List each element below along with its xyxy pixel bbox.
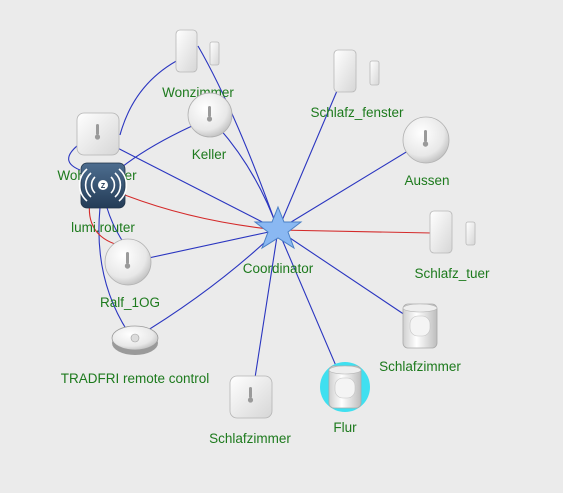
node-label: Ralf_1OG bbox=[100, 295, 160, 310]
node-label: TRADFRI remote control bbox=[61, 371, 210, 386]
node-keller[interactable]: Keller bbox=[187, 92, 233, 162]
door-window-sensor-icon bbox=[333, 49, 380, 93]
door-window-sensor-icon bbox=[175, 29, 220, 73]
link-flur-coordinator[interactable] bbox=[277, 229, 346, 388]
node-flur[interactable]: Flur bbox=[320, 362, 370, 435]
motion-sensor-icon bbox=[328, 365, 362, 409]
link-schlafzfenster-coordinator[interactable] bbox=[277, 71, 346, 231]
link-wonzimmer-coordinator[interactable] bbox=[197, 45, 279, 231]
node-wonzimmer[interactable]: Wonzimmer bbox=[162, 29, 234, 100]
node-label: Flur bbox=[333, 420, 357, 435]
temperature-sensor-square-icon bbox=[76, 112, 120, 156]
link-wohnzimmer-coordinator[interactable] bbox=[97, 137, 279, 231]
node-ralf-1og[interactable]: Ralf_1OG bbox=[100, 238, 160, 310]
node-coordinator[interactable]: Coordinator bbox=[243, 205, 314, 276]
link-ralf-coordinator[interactable] bbox=[129, 229, 279, 263]
zigbee-router-icon: Z bbox=[78, 162, 128, 209]
node-label: lumi.router bbox=[71, 220, 135, 235]
temperature-sensor-round-icon bbox=[104, 238, 152, 286]
coordinator-star-icon bbox=[253, 205, 303, 250]
node-label: Schlafzimmer bbox=[379, 359, 461, 374]
node-label: Coordinator bbox=[243, 261, 314, 276]
node-schlafzimmer-motion[interactable]: Schlafzimmer bbox=[379, 303, 461, 374]
node-label: Aussen bbox=[404, 173, 449, 188]
temperature-sensor-round-icon bbox=[402, 116, 450, 164]
node-tradfri-remote[interactable]: TRADFRI remote control bbox=[61, 325, 210, 386]
link-coordinator-schlafztuer[interactable] bbox=[277, 229, 433, 234]
node-aussen[interactable]: Aussen bbox=[402, 116, 450, 188]
node-label: Schlafz_fenster bbox=[310, 105, 404, 120]
node-label: Schlafzimmer bbox=[209, 431, 291, 446]
link-aussen-coordinator[interactable] bbox=[277, 139, 427, 231]
svg-text:Z: Z bbox=[101, 183, 106, 190]
door-window-sensor-icon bbox=[429, 210, 476, 254]
node-lumi-router[interactable]: Z lumi.router bbox=[71, 162, 135, 235]
motion-sensor-icon bbox=[402, 303, 438, 349]
link-schlafzimmertemp-coordinator[interactable] bbox=[251, 229, 279, 398]
temperature-sensor-square-icon bbox=[229, 375, 273, 419]
node-schlafz-fenster[interactable]: Schlafz_fenster bbox=[310, 49, 404, 120]
link-tradfri-coordinator[interactable] bbox=[134, 229, 279, 339]
link-schlafzimmermotion-coordinator[interactable] bbox=[277, 229, 421, 326]
tradfri-remote-icon bbox=[111, 325, 159, 355]
node-schlafzimmer-temp[interactable]: Schlafzimmer bbox=[209, 375, 291, 446]
node-label: Schlafz_tuer bbox=[414, 266, 490, 281]
node-label: Keller bbox=[192, 147, 227, 162]
temperature-sensor-round-icon bbox=[187, 92, 233, 138]
node-schlafz-tuer[interactable]: Schlafz_tuer bbox=[414, 210, 490, 281]
